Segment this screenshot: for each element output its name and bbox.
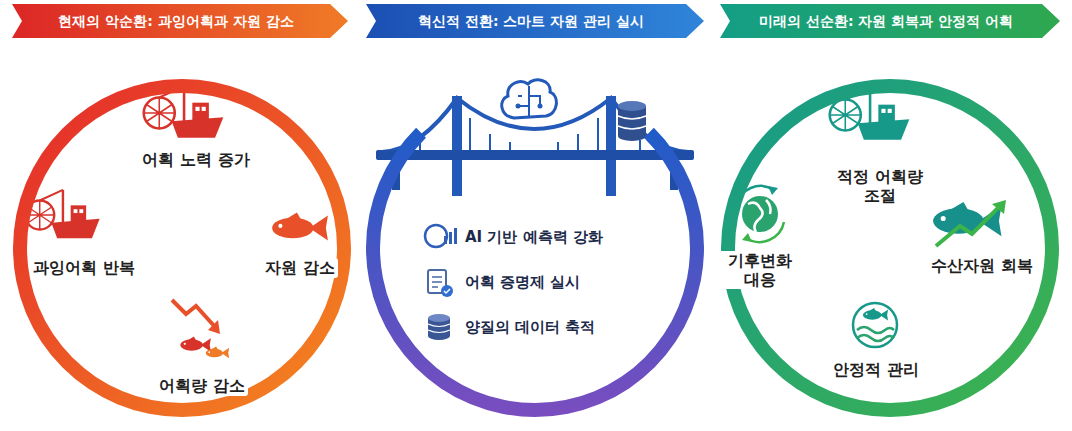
ring-arc [721, 79, 1059, 417]
globe-icon [748, 200, 771, 232]
decline-icon [208, 320, 220, 334]
data-icon [428, 324, 450, 333]
banner-arrow [12, 4, 348, 38]
banner-title: 현재의 악순환: 과잉어획과 자원 감소 [58, 13, 293, 30]
banner-arrow [366, 4, 704, 38]
ai-chart-icon [425, 225, 457, 247]
cycle-step-label: 기후변화 대응 [715, 251, 805, 289]
ai-chart-icon [454, 228, 457, 244]
decline-icon [206, 347, 229, 359]
globe-icon [742, 196, 778, 232]
data-icon [428, 314, 450, 340]
ship-icon [25, 190, 99, 238]
header-banner: 미래의 선순환: 자원 회복과 안정적 어획 [720, 4, 1060, 38]
header-banner: 현재의 악순환: 과잉어획과 자원 감소 [12, 4, 348, 38]
bridge-icon [376, 150, 694, 160]
certificate-icon [441, 285, 453, 297]
decline-icon [172, 300, 229, 358]
cycle-step-label: 양질의 데이터 축적 [462, 318, 598, 336]
certificate-icon [444, 289, 450, 293]
cycle-step-label: 어획량 감소 [156, 376, 248, 395]
fish-recovery-icon [992, 200, 1006, 214]
cycle-ring: 어획 노력 증가과잉어획 반복 자원 감소어획량 감소 [12, 78, 352, 418]
header-banner: 혁신적 전환: 스마트 자원 관리 실시 [366, 4, 704, 38]
brain-icon [502, 80, 557, 118]
banner-title: 혁신적 전환: 스마트 자원 관리 실시 [418, 13, 644, 30]
cycle-step-label: 수산자원 회복 [928, 256, 1036, 275]
fish-icon [272, 213, 328, 241]
decline-icon [180, 337, 211, 352]
ai-chart-icon [425, 225, 447, 247]
cycle-step-label: 어획 노력 증가 [139, 150, 252, 169]
cycle-ring: AI 기반 예측력 강화어획 증명제 실시양질의 데이터 축적 [365, 78, 705, 418]
bridge-icon [452, 96, 462, 196]
ship-icon [25, 190, 99, 238]
stable-icon [857, 327, 894, 341]
globe-icon [768, 186, 778, 195]
ring-arc [13, 79, 351, 417]
ring-shape [365, 78, 705, 418]
decline-icon [172, 300, 216, 328]
cycle-step-label: 자원 감소 [262, 258, 338, 277]
brain-icon [516, 104, 521, 109]
fish-recovery-icon [933, 200, 1006, 246]
ring-shape [12, 78, 352, 418]
certificate-icon [432, 277, 442, 287]
ai-chart-icon [449, 232, 452, 244]
cycle-step-label: 적정 어획량 조절 [821, 167, 939, 205]
ring-arc [366, 128, 704, 417]
globe-icon [742, 233, 752, 242]
fish-recovery-icon [936, 206, 1000, 246]
brain-icon [502, 80, 557, 118]
data-icon [428, 314, 450, 322]
bridge-icon [420, 118, 640, 152]
fish-icon [272, 213, 328, 241]
certificate-icon [428, 270, 453, 297]
bridge-icon [606, 96, 616, 196]
data-icon [428, 332, 450, 340]
database-icon [618, 101, 646, 141]
cycle-step-label: 안정적 관리 [830, 360, 922, 379]
brain-icon [538, 104, 543, 109]
database-icon [618, 131, 646, 141]
globe-icon [746, 222, 784, 242]
brain-icon [518, 86, 540, 116]
stable-icon [863, 308, 888, 321]
cycle-step-label: 어획 증명제 실시 [462, 273, 583, 291]
ai-chart-icon [444, 236, 447, 244]
stable-icon [853, 303, 897, 347]
database-icon [618, 116, 646, 129]
database-icon [618, 101, 646, 111]
banner-arrow [720, 4, 1060, 38]
cycle-step-label: 과잉어획 반복 [30, 258, 138, 277]
banner-title: 미래의 선순환: 자원 회복과 안정적 어획 [759, 13, 1013, 30]
stable-icon [853, 303, 897, 347]
cycle-ring: 적정 어획량 조절기후변화 대응수산자원 회복안정적 관리 [720, 78, 1060, 418]
cycle-step-label: AI 기반 예측력 강화 [462, 228, 606, 246]
